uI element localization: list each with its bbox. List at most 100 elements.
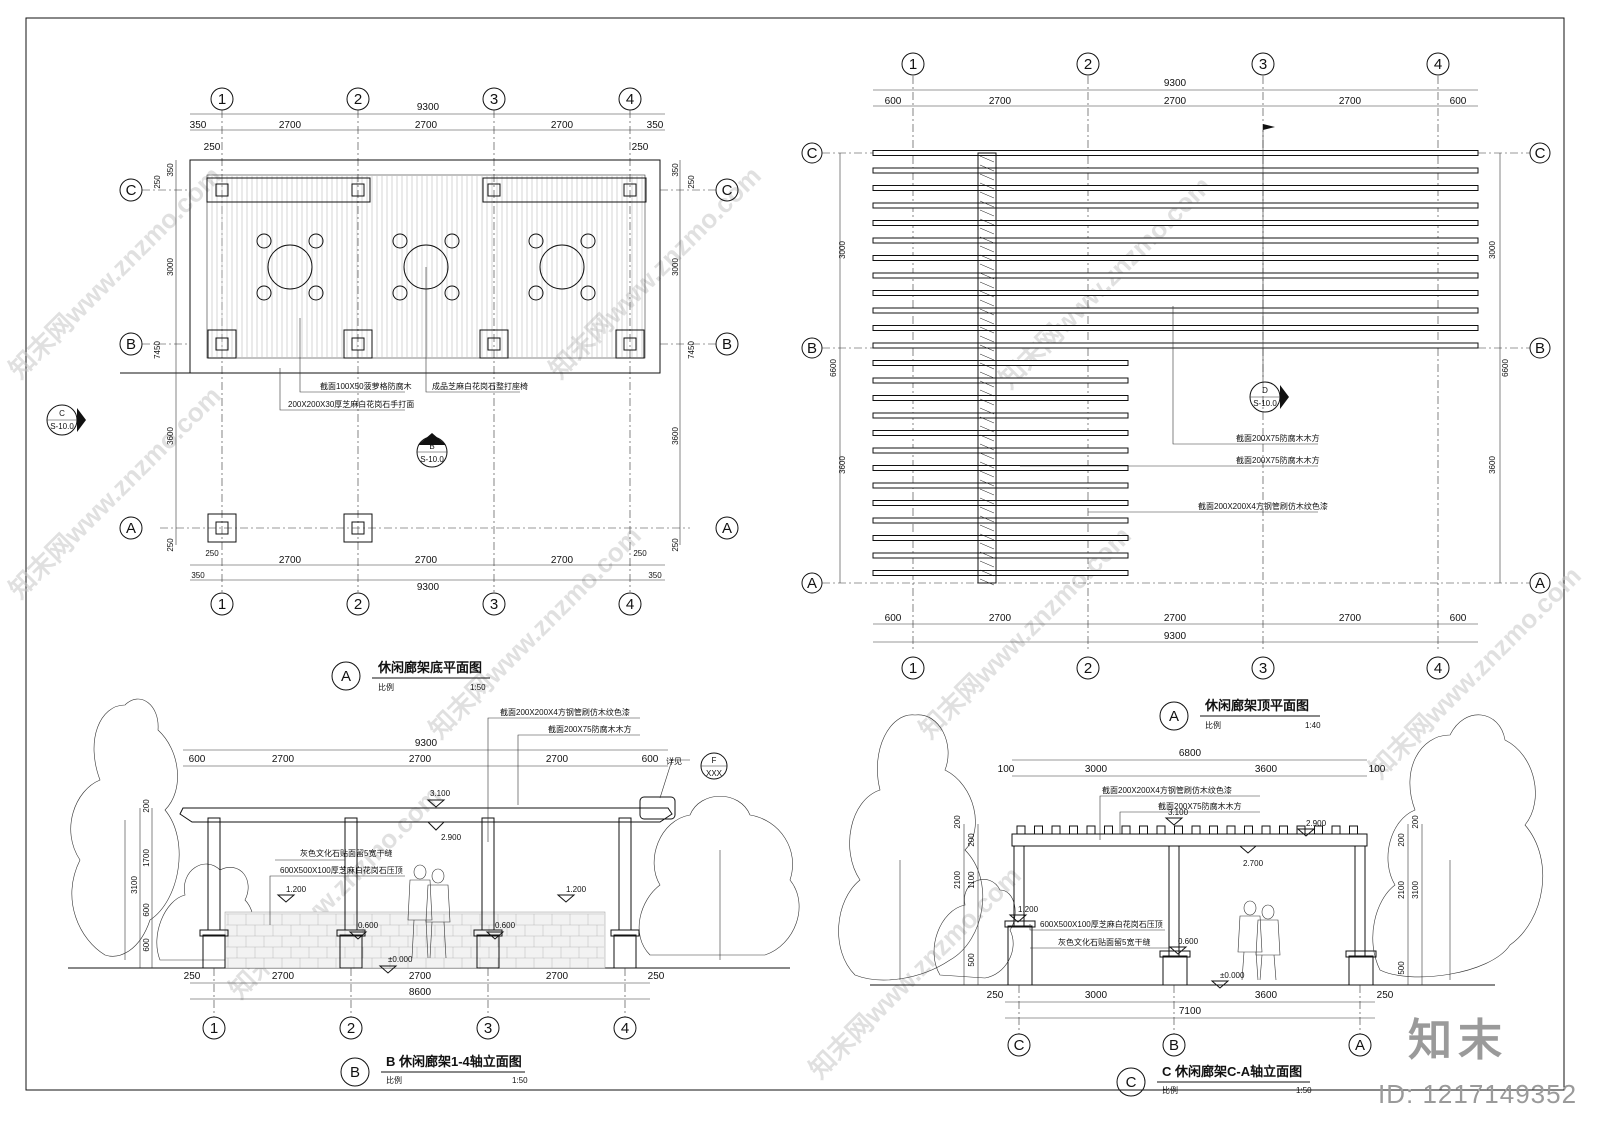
- svg-text:截面200X75防腐木木方: 截面200X75防腐木木方: [548, 724, 632, 734]
- axis-bubbles-bottom: 1 2 3 4: [901, 656, 1450, 680]
- slat-end: [1261, 825, 1271, 835]
- roof-slat: [872, 325, 1479, 331]
- slat-end: [1244, 825, 1253, 835]
- svg-text:B: B: [1535, 340, 1545, 357]
- svg-text:2: 2: [354, 596, 362, 613]
- slat-end: [1279, 825, 1288, 835]
- deck-area: [189, 159, 661, 374]
- svg-text:600: 600: [642, 754, 659, 765]
- axis-bubbles-bottom: 1 2 3 4: [202, 1016, 637, 1040]
- svg-text:600X500X100厚芝麻白花岗石压顶: 600X500X100厚芝麻白花岗石压顶: [1040, 919, 1163, 929]
- beam-hatch: [979, 344, 995, 352]
- drawing-title: 休闲廊架顶平面图: [1204, 698, 1309, 713]
- svg-text:200: 200: [967, 833, 976, 847]
- axis-bubbles-top: 1 2 3 4: [901, 52, 1450, 76]
- svg-text:2700: 2700: [272, 971, 295, 982]
- svg-text:3000: 3000: [1488, 241, 1497, 259]
- beam-hatch: [979, 209, 995, 217]
- svg-text:600: 600: [885, 613, 902, 624]
- svg-text:2100: 2100: [953, 871, 962, 889]
- top-beam: [1011, 833, 1368, 847]
- svg-text:1:50: 1:50: [512, 1076, 528, 1085]
- beam-hatch: [979, 353, 995, 361]
- svg-text:9300: 9300: [417, 582, 440, 593]
- beam-hatch: [979, 407, 995, 415]
- svg-text:4: 4: [1434, 56, 1442, 73]
- svg-text:B: B: [1169, 1037, 1179, 1054]
- title-block-elevation-b: B B 休闲廊架1-4轴立面图 比例 1:50: [340, 1054, 528, 1087]
- svg-text:1: 1: [218, 596, 226, 613]
- svg-text:7450: 7450: [687, 341, 696, 359]
- slat-end: [1296, 825, 1306, 835]
- roof-slats: [872, 150, 1479, 576]
- svg-text:250: 250: [632, 142, 649, 153]
- slat-end: [1191, 825, 1201, 835]
- svg-text:2700: 2700: [409, 754, 432, 765]
- tree-outlines: [838, 714, 1544, 981]
- svg-text:C: C: [1126, 1074, 1137, 1091]
- svg-text:F: F: [712, 756, 717, 765]
- beam-hatch: [979, 236, 995, 244]
- slat-end: [1051, 825, 1061, 835]
- elevation-c-notes: 截面200X200X4方钢管刷仿木纹色漆 截面200X75防腐木木方 600X5…: [1029, 785, 1260, 949]
- svg-text:2700: 2700: [551, 555, 574, 566]
- beam-hatch: [979, 443, 995, 451]
- svg-text:250: 250: [166, 538, 175, 552]
- axis-bubbles-bottom: 1 2 3 4: [210, 592, 642, 616]
- beam-hatch: [979, 461, 995, 469]
- svg-text:B: B: [126, 336, 136, 353]
- svg-text:截面200X200X4方钢管刷仿木纹色漆: 截面200X200X4方钢管刷仿木纹色漆: [1102, 785, 1232, 795]
- svg-text:200: 200: [1397, 833, 1406, 847]
- slat-end: [1156, 825, 1166, 835]
- svg-text:350: 350: [190, 120, 207, 131]
- svg-text:600: 600: [885, 96, 902, 107]
- svg-text:±0.000: ±0.000: [388, 955, 413, 964]
- elevation-levels: 3.100 2.900 1.200 1.200 0.600 0.600 ±0.0…: [276, 789, 587, 974]
- beam-hatch: [979, 578, 995, 586]
- beam-hatch: [979, 335, 995, 343]
- slat-end: [1226, 825, 1236, 835]
- svg-text:灰色文化石贴面留5宽干缝: 灰色文化石贴面留5宽干缝: [1058, 937, 1150, 947]
- roof-slat: [872, 430, 1129, 436]
- people-figure: [407, 864, 451, 959]
- svg-text:9300: 9300: [1164, 78, 1187, 89]
- title-block-top-plan: A 休闲廊架顶平面图 比例 1:40: [1159, 698, 1321, 731]
- beam-hatch: [979, 389, 995, 397]
- beam-hatch: [979, 191, 995, 199]
- roof-slat: [872, 342, 1479, 349]
- svg-text:250: 250: [205, 549, 219, 558]
- svg-text:200: 200: [1411, 815, 1420, 829]
- svg-text:2700: 2700: [1164, 613, 1187, 624]
- svg-text:250: 250: [671, 538, 680, 552]
- svg-text:600: 600: [189, 754, 206, 765]
- svg-text:2700: 2700: [415, 120, 438, 131]
- beam-hatch: [979, 317, 995, 325]
- svg-text:2: 2: [1084, 56, 1092, 73]
- svg-text:3600: 3600: [838, 456, 847, 474]
- svg-text:3600: 3600: [1255, 764, 1278, 775]
- svg-text:1: 1: [210, 1020, 218, 1037]
- beam-hatch: [979, 299, 995, 307]
- beam-hatch: [979, 380, 995, 388]
- svg-text:2700: 2700: [551, 120, 574, 131]
- svg-text:3000: 3000: [166, 258, 175, 276]
- beam-hatch: [979, 497, 995, 505]
- svg-text:B: B: [429, 442, 434, 451]
- beam-hatch: [979, 416, 995, 424]
- slat-end: [1069, 825, 1078, 835]
- top-beam: [179, 807, 673, 823]
- svg-text:比例: 比例: [386, 1075, 402, 1085]
- beam-hatch: [979, 227, 995, 235]
- svg-text:6800: 6800: [1179, 748, 1202, 759]
- svg-text:2700: 2700: [989, 613, 1012, 624]
- beam-hatch: [979, 533, 995, 541]
- roof-slat: [872, 377, 1129, 384]
- svg-text:3.100: 3.100: [1168, 808, 1189, 817]
- roof-slat: [872, 395, 1129, 401]
- beam-hatch: [979, 326, 995, 334]
- svg-text:A: A: [341, 668, 351, 685]
- svg-text:C: C: [807, 145, 818, 162]
- roof-slat: [872, 150, 1479, 156]
- svg-text:C: C: [1014, 1037, 1025, 1054]
- svg-text:350: 350: [647, 120, 664, 131]
